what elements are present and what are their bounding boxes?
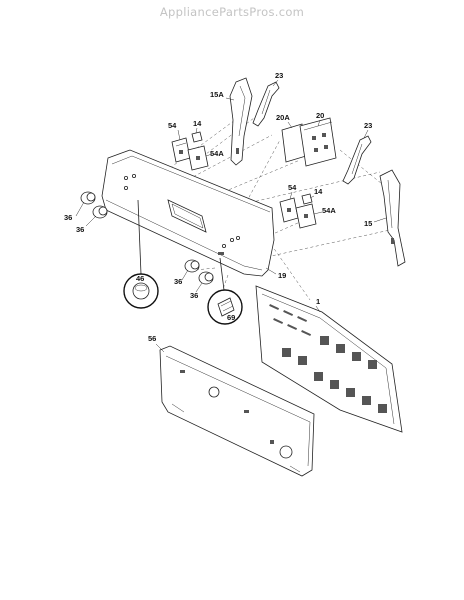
part-54A-switch-upper (187, 145, 209, 171)
label-15A: 15A (210, 90, 224, 99)
label-36-d: 36 (190, 291, 198, 300)
part-14-knob-insert-upper (191, 131, 203, 143)
part-54-switch-right (279, 197, 299, 223)
label-14-right: 14 (314, 187, 323, 196)
label-20: 20 (316, 111, 324, 120)
part-23-wire-clip-right (342, 135, 372, 185)
label-36-a: 36 (64, 213, 72, 222)
part-36-knob-b (92, 205, 108, 219)
part-36-knob-c (184, 259, 200, 273)
label-14-upper: 14 (193, 119, 202, 128)
part-1-rear-panel (255, 285, 403, 433)
part-36-knob-d (198, 271, 214, 285)
label-54A-upper: 54A (210, 149, 224, 158)
part-23-wire-clip-top (252, 81, 280, 127)
label-23-top: 23 (275, 71, 283, 80)
part-69-callout (207, 257, 243, 325)
label-36-b: 36 (76, 225, 84, 234)
label-54-right: 54 (288, 183, 297, 192)
part-46-callout (123, 199, 159, 309)
part-54A-switch-right (295, 203, 317, 229)
part-56-lower-panel (159, 345, 315, 477)
site-watermark: AppliancePartsPros.com (159, 5, 305, 19)
part-20-terminal-block (299, 117, 337, 167)
label-56: 56 (148, 334, 156, 343)
part-14-knob-insert-right (301, 193, 313, 205)
label-46: 46 (136, 274, 144, 283)
label-69: 69 (227, 313, 235, 322)
part-19-control-panel (101, 149, 275, 277)
part-54-switch-upper (171, 137, 191, 163)
label-15: 15 (364, 219, 372, 228)
label-36-c: 36 (174, 277, 182, 286)
part-15A-left-bracket (229, 77, 253, 166)
label-54-upper: 54 (168, 121, 177, 130)
label-54A-right: 54A (322, 206, 336, 215)
label-23-right: 23 (364, 121, 372, 130)
leader-lines (75, 79, 387, 353)
part-15-right-bracket (379, 169, 406, 267)
label-19: 19 (278, 271, 286, 280)
label-20A: 20A (276, 113, 290, 122)
part-36-knob-a (80, 191, 96, 205)
part-number-labels: 23 15A 20A 20 23 54 14 54A 54 14 54A 15 … (64, 71, 372, 343)
label-1: 1 (316, 297, 320, 306)
